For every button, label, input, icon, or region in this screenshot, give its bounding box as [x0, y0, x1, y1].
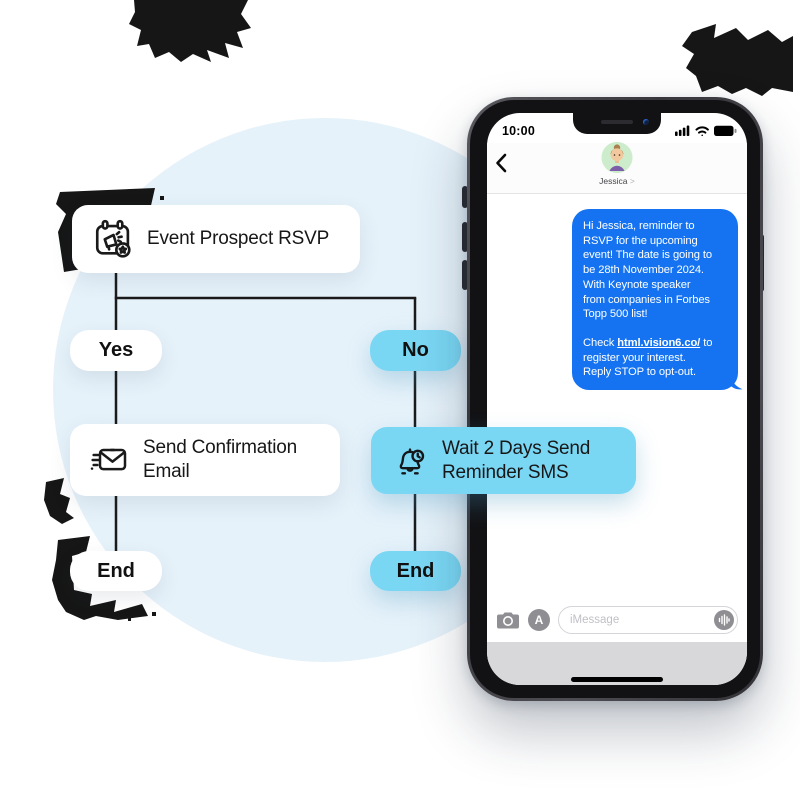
imessage-input[interactable] — [559, 614, 737, 626]
wifi-icon — [695, 126, 709, 137]
flow-node-start-label: Event Prospect RSVP — [147, 228, 330, 249]
flow-node-send-email-label: Send Confirmation Email — [143, 437, 297, 482]
flow-node-send-email: Send Confirmation Email — [70, 424, 340, 496]
voice-memo-icon[interactable] — [714, 609, 734, 630]
flow-branch-yes: Yes — [70, 330, 162, 371]
camera-icon[interactable] — [496, 611, 520, 629]
status-time: 10:00 — [502, 124, 535, 138]
flow-branch-no: No — [370, 330, 461, 371]
conversation-header: Jessica > — [487, 142, 747, 194]
signal-icon — [675, 125, 690, 136]
flow-node-end-right: End — [370, 551, 461, 591]
bubble-tail — [729, 372, 743, 390]
flow-node-end-right-label: End — [396, 559, 435, 582]
contact-detail-chevron: > — [629, 176, 635, 186]
phone-volume-up-button — [462, 222, 468, 252]
chevron-left-icon — [496, 153, 507, 173]
flow-node-start: Event Prospect RSVP — [72, 205, 360, 273]
flow-branch-no-label: No — [402, 339, 429, 361]
status-bar: 10:00 — [487, 113, 747, 143]
bell-clock-icon — [391, 442, 429, 480]
phone-mute-switch — [462, 186, 468, 208]
flow-node-wait-sms: Wait 2 Days Send Reminder SMS — [371, 427, 636, 494]
contact-avatar[interactable] — [601, 142, 633, 173]
calendar-event-megaphone-icon — [92, 218, 134, 260]
app-store-icon[interactable]: A — [528, 609, 550, 631]
flow-node-end-left: End — [70, 551, 162, 591]
imessage-input-field[interactable] — [558, 606, 738, 634]
keyboard-placeholder-area — [487, 642, 747, 685]
connector-lines — [114, 272, 417, 552]
home-indicator[interactable] — [571, 677, 663, 682]
battery-icon — [714, 125, 737, 136]
phone-notch — [573, 113, 661, 134]
memoji-woman-icon — [601, 142, 633, 173]
flow-node-wait-sms-label: Wait 2 Days Send Reminder SMS — [442, 437, 591, 483]
contact-name-row[interactable]: Jessica > — [487, 176, 747, 186]
status-icons — [675, 125, 737, 137]
sms-link[interactable]: html.vision6.co/ — [617, 336, 701, 349]
iphone-mockup: 10:00 — [467, 97, 763, 701]
front-camera — [643, 119, 649, 125]
flow-branch-yes-label: Yes — [98, 339, 134, 361]
message-composer: A — [487, 605, 747, 635]
flow-node-end-left-label: End — [97, 559, 135, 582]
earpiece-speaker — [601, 120, 633, 124]
send-email-icon — [90, 440, 130, 480]
phone-screen: 10:00 — [487, 113, 747, 685]
back-button[interactable] — [495, 151, 515, 175]
contact-name: Jessica — [599, 176, 628, 186]
phone-volume-down-button — [462, 260, 468, 290]
